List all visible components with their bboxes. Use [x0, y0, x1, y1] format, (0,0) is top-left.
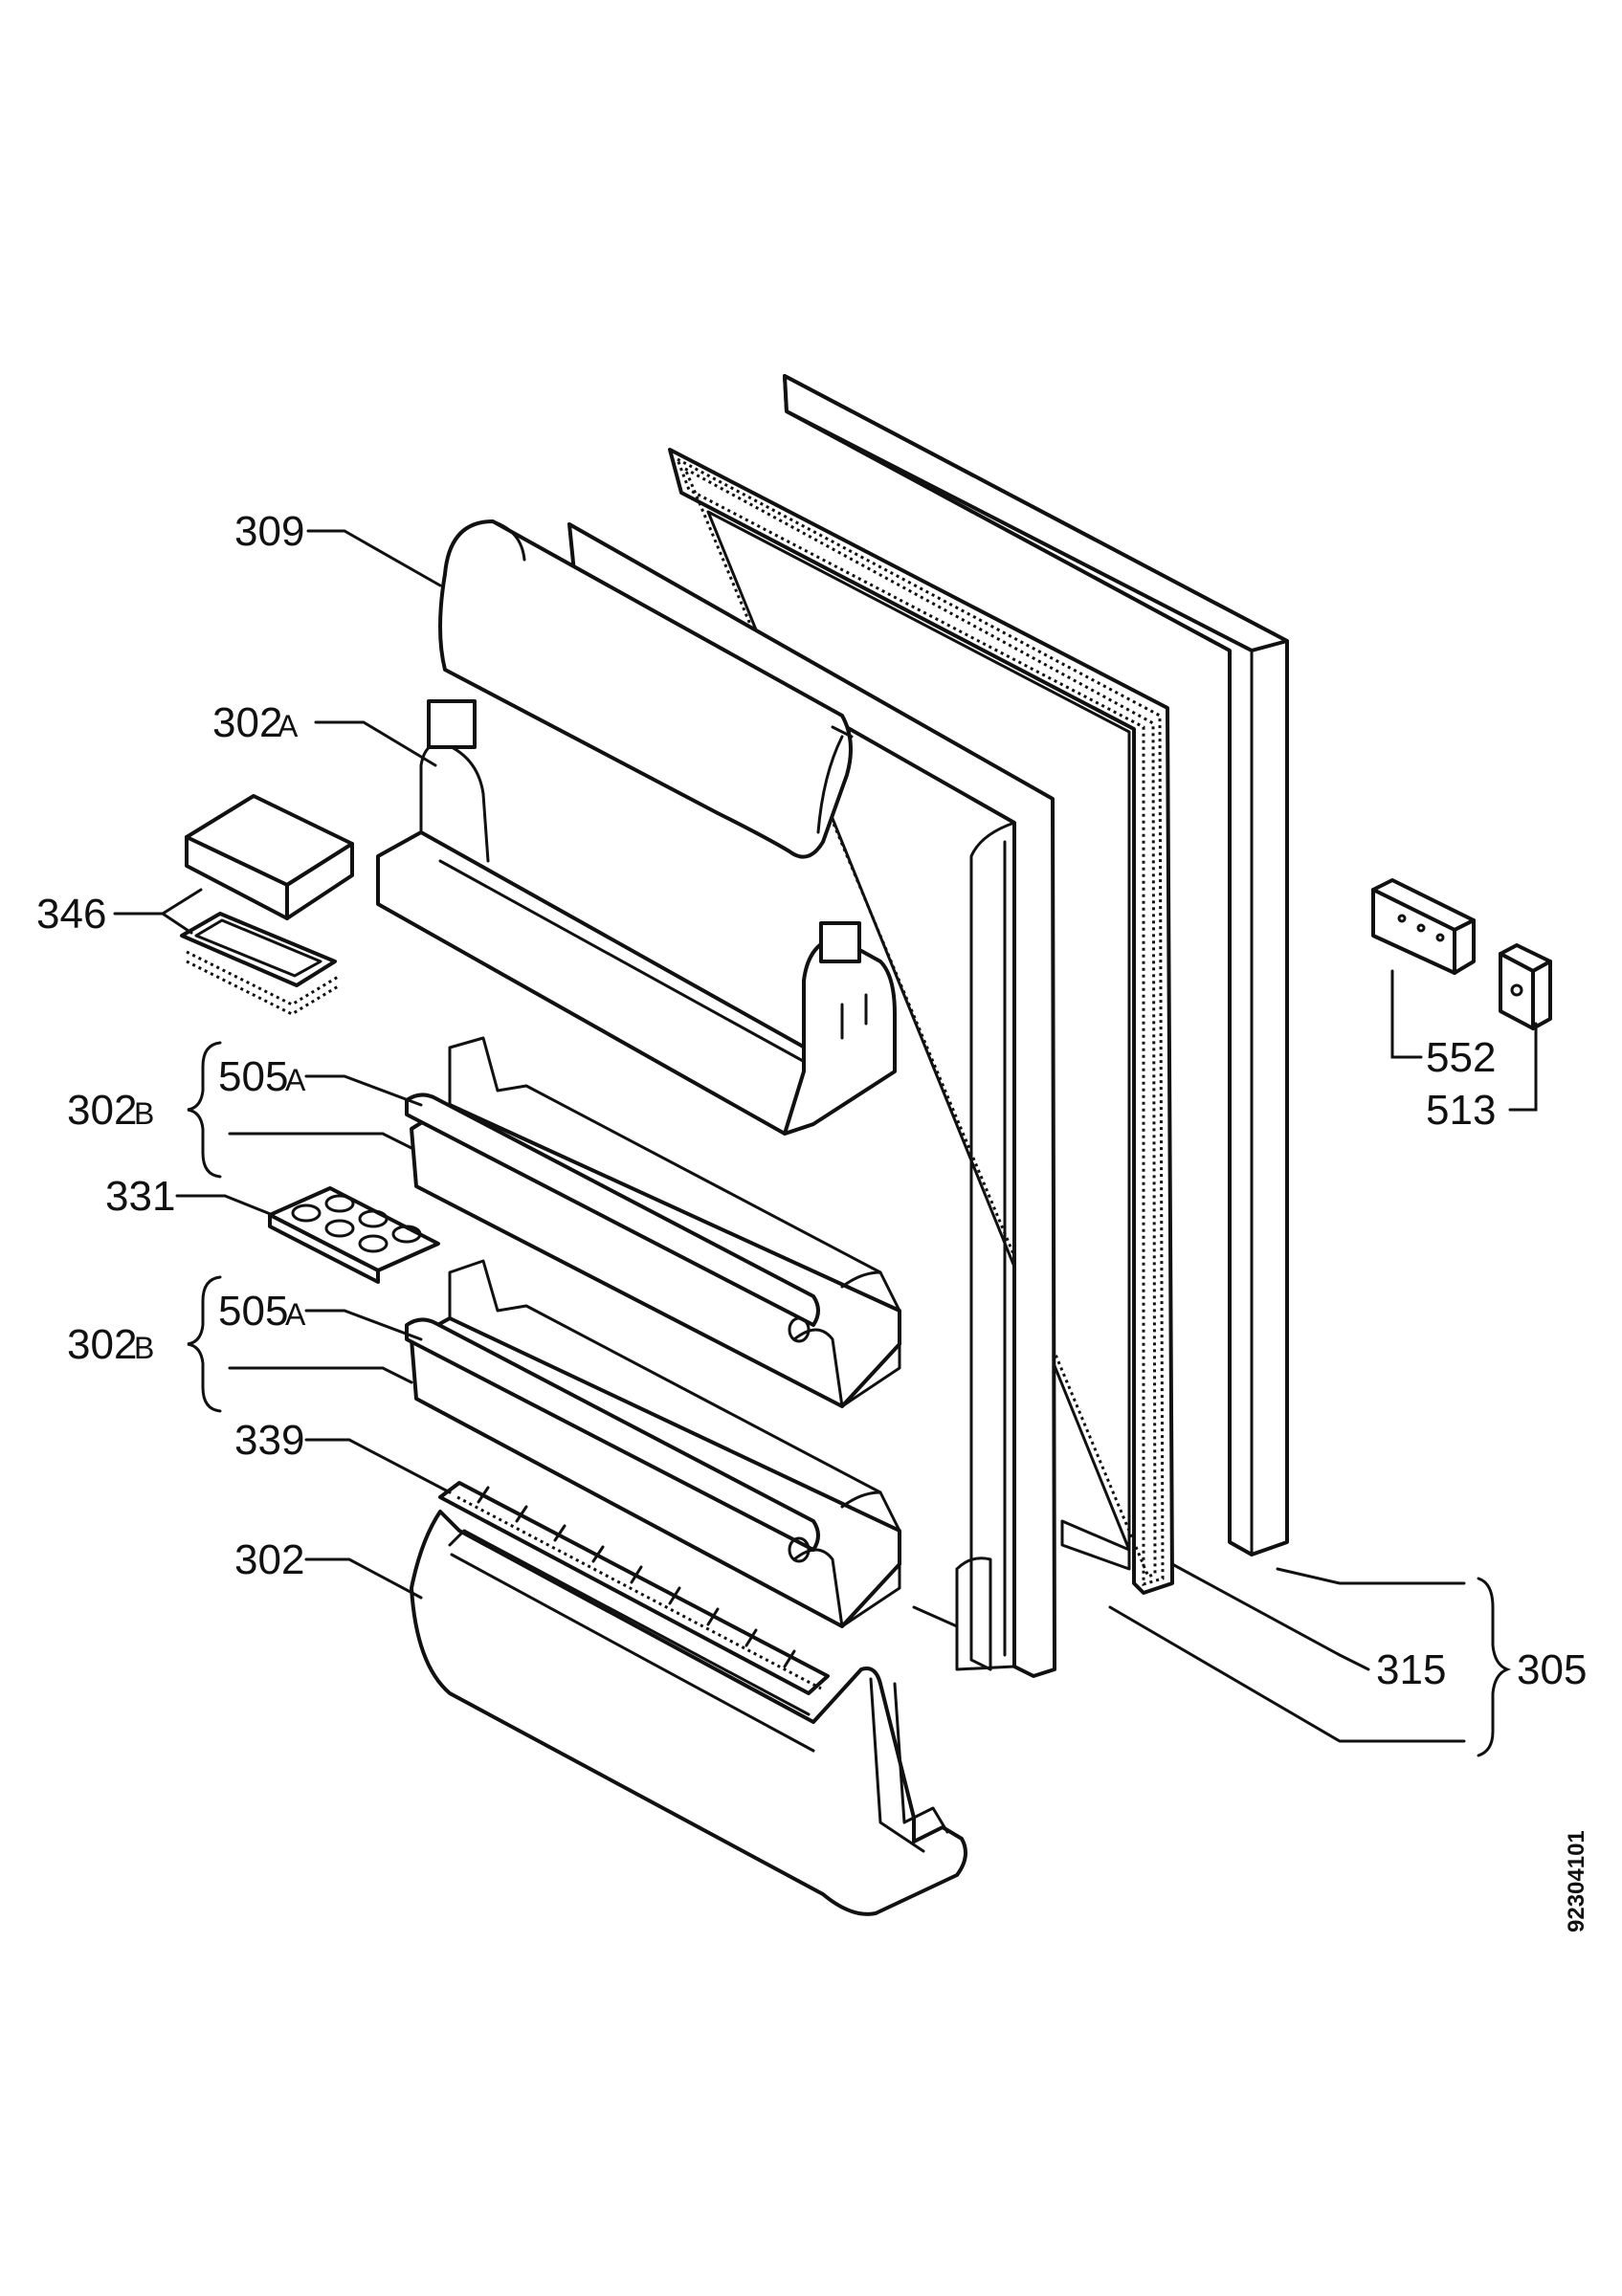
label-302: 302	[234, 1536, 304, 1583]
label-505a-top-suffix: A	[285, 1063, 306, 1097]
upper-door-shelf	[376, 699, 897, 1136]
label-505a-bottom-suffix: A	[285, 1297, 306, 1332]
label-331: 331	[105, 1173, 175, 1220]
label-505a-bottom: 505	[218, 1288, 288, 1335]
label-302b-top: 302	[67, 1087, 137, 1134]
outer-door-panel	[783, 374, 1289, 1556]
document-number: 92304101	[1564, 1830, 1589, 1932]
label-505a-top: 505	[218, 1053, 288, 1100]
label-302a-suffix: A	[278, 709, 299, 743]
middle-door-shelf-lower	[405, 1259, 901, 1628]
label-346: 346	[36, 891, 106, 938]
butter-dish	[180, 794, 354, 1016]
label-302b-bottom-suffix: B	[134, 1331, 154, 1365]
label-339: 339	[234, 1417, 304, 1464]
label-302a: 302	[212, 699, 282, 746]
bottle-retainer	[438, 1481, 830, 1695]
hinge-pin-plate	[1499, 943, 1552, 1030]
label-302b-bottom: 302	[67, 1321, 137, 1368]
braces	[187, 1041, 222, 1413]
bottle-shelf	[410, 1510, 967, 1916]
label-305: 305	[1517, 1646, 1587, 1693]
leader-lines	[113, 529, 1538, 1757]
hinge-bracket	[1371, 878, 1476, 975]
egg-tray	[268, 1186, 440, 1284]
door-gasket	[668, 448, 1174, 1595]
label-552: 552	[1426, 1034, 1496, 1081]
part-labels: 309 302 A 346 302 B 505 A 331 302 B 505 …	[36, 508, 1589, 1932]
label-302b-top-suffix: B	[134, 1096, 154, 1131]
dairy-compartment-cover	[438, 519, 854, 859]
label-315: 315	[1376, 1646, 1446, 1693]
label-309: 309	[234, 508, 304, 555]
middle-door-shelf-upper	[405, 1036, 901, 1408]
label-513: 513	[1426, 1087, 1496, 1134]
